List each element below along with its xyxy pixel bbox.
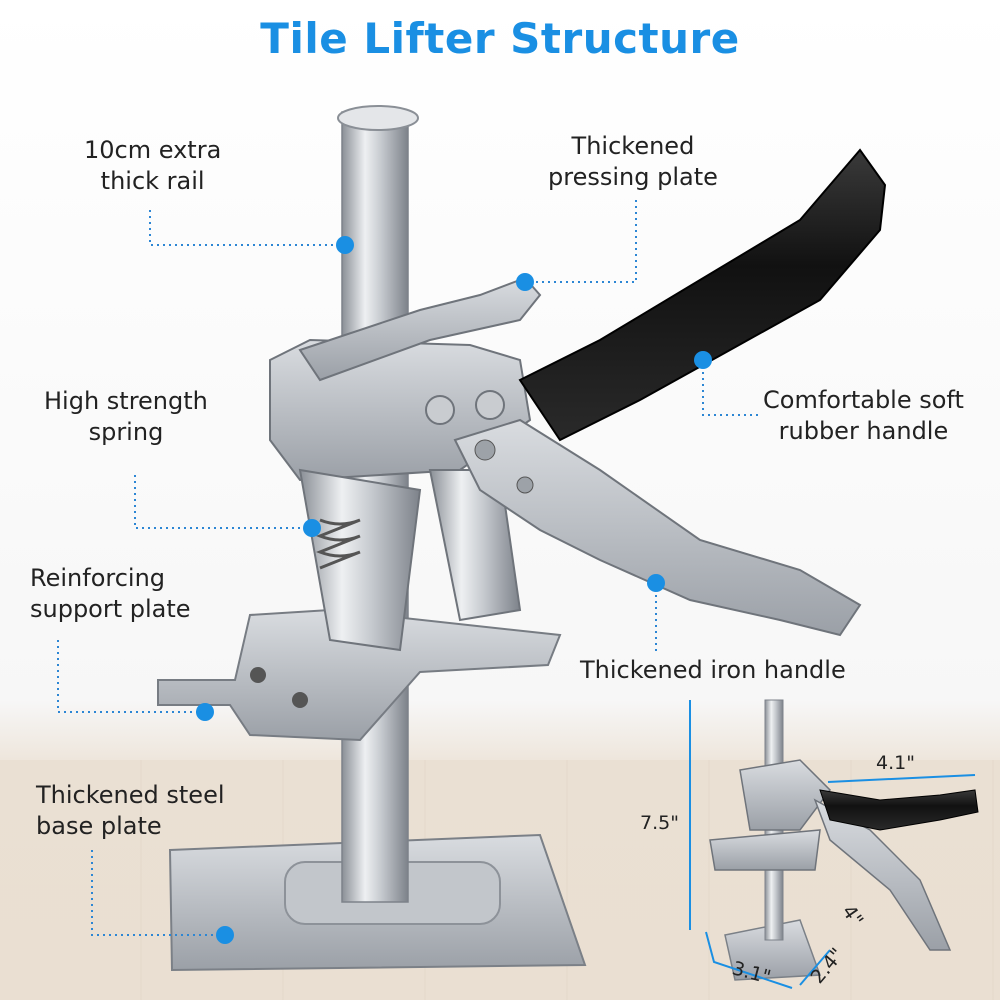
- label-support-plate: Reinforcing support plate: [30, 563, 191, 625]
- label-iron-handle: Thickened iron handle: [580, 655, 846, 686]
- callout-dots: [196, 236, 712, 944]
- label-spring-line-1: High strength: [44, 387, 208, 415]
- label-support-plate-line-1: Reinforcing: [30, 564, 166, 592]
- label-rubber-handle-line-2: rubber handle: [778, 417, 949, 445]
- label-spring-line-2: spring: [88, 418, 164, 446]
- label-pressing-plate-line-1: Thickened: [571, 132, 695, 160]
- dimension-height: 7.5": [640, 812, 679, 834]
- leader-lines: [57, 200, 760, 936]
- label-support-plate-line-2: support plate: [30, 595, 191, 623]
- spring: [315, 518, 361, 570]
- label-rubber-handle-line-1: Comfortable soft: [763, 386, 964, 414]
- pressing-plate: [298, 276, 542, 382]
- inset-tile-lifter: [709, 699, 979, 981]
- dimension-lines: [689, 700, 976, 989]
- support-plate: [157, 608, 562, 742]
- label-rail: 10cm extra thick rail: [84, 135, 221, 197]
- label-iron-handle-line-1: Thickened iron handle: [580, 656, 846, 684]
- page-title: Tile Lifter Structure: [260, 14, 740, 63]
- label-pressing-plate-line-2: pressing plate: [548, 163, 718, 191]
- iron-handle: [453, 418, 862, 637]
- dimension-width: 4.1": [876, 752, 915, 774]
- label-base-plate: Thickened steel base plate: [36, 780, 225, 842]
- label-rail-line-1: 10cm extra: [84, 136, 222, 164]
- label-spring: High strength spring: [44, 386, 208, 448]
- label-pressing-plate: Thickened pressing plate: [548, 131, 718, 193]
- label-rubber-handle: Comfortable soft rubber handle: [763, 385, 964, 447]
- label-base-plate-line-2: base plate: [36, 812, 162, 840]
- label-base-plate-line-1: Thickened steel: [36, 781, 225, 809]
- label-rail-line-2: thick rail: [100, 167, 205, 195]
- rubber-handle: [518, 148, 887, 442]
